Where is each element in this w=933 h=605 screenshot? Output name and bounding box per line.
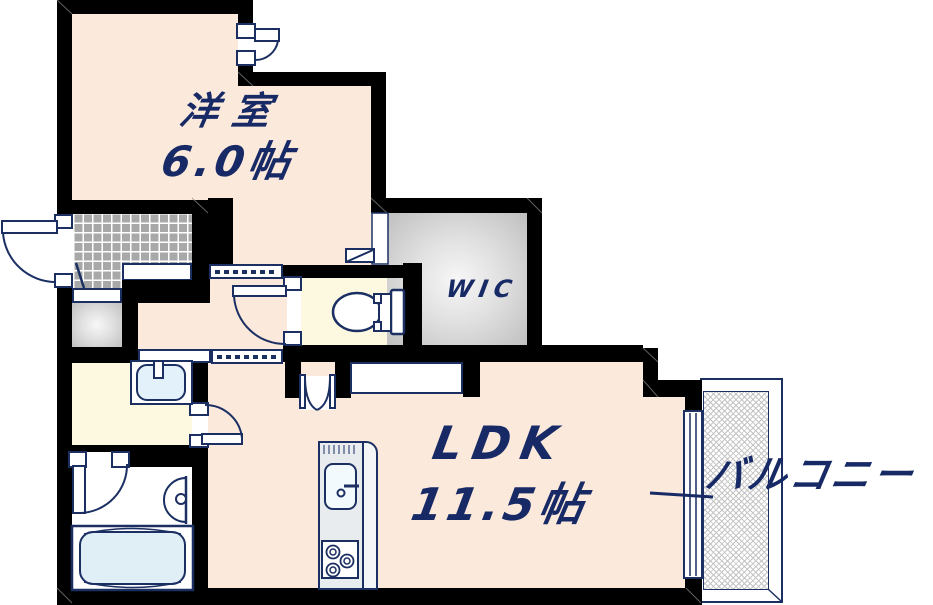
wall-westroom-bottom	[57, 200, 210, 214]
wall-bottom	[57, 588, 702, 605]
wall-hall-left-block	[122, 280, 192, 303]
door-openings	[56, 38, 389, 467]
balcony-leader-line	[649, 491, 714, 499]
wall-toilet-top	[281, 265, 403, 278]
room-west-floor-b	[210, 86, 371, 265]
sliding-door-hall-ldk	[211, 349, 283, 364]
wall-top2	[238, 72, 386, 86]
washroom-door	[201, 403, 243, 445]
wall-below-wic	[283, 345, 643, 362]
wall-westroom-right-a	[238, 0, 253, 30]
balcony-label: バルコニー	[702, 453, 920, 498]
west-room-size: 6.0帖	[157, 137, 299, 186]
balcony-corner-line	[767, 588, 783, 603]
westroom-door	[254, 28, 280, 62]
toilet-door-opening	[287, 290, 301, 332]
wall-toilet-right	[403, 263, 422, 348]
closet-recess-floor	[301, 362, 335, 377]
wic-door-opening	[371, 212, 389, 265]
bathroom-door	[72, 463, 129, 514]
kitchen-drainer	[323, 445, 355, 454]
bathroom-door-opening	[86, 452, 112, 467]
wall-washroom-right-bottom	[192, 445, 208, 588]
wic-door	[345, 248, 375, 263]
wall-closet-jamb-left	[285, 362, 301, 398]
genkan-step-line	[74, 262, 86, 289]
wall-washroom-right-top	[192, 362, 208, 406]
counter-storage	[350, 362, 463, 394]
balcony-deck	[703, 391, 769, 590]
wall-counter-jamb	[463, 362, 480, 397]
wall-window-top	[685, 392, 702, 412]
wall-top	[57, 0, 253, 14]
bathtub	[70, 524, 195, 592]
genkan-step-bottom	[72, 288, 122, 303]
toilet-door	[232, 285, 287, 346]
wall-closet-jamb-right	[335, 362, 351, 398]
kitchen-unit	[318, 441, 378, 590]
ldk-label: LDK	[428, 416, 572, 470]
door-stops	[54, 23, 302, 468]
ldk-size: 11.5帖	[407, 478, 593, 531]
entry-opening	[56, 228, 72, 274]
gas-stove	[321, 540, 359, 579]
washroom-door-opening	[192, 415, 208, 435]
wic-label: WIC	[444, 275, 520, 303]
double-closet-door	[299, 374, 336, 411]
wall-wic-right	[527, 198, 542, 362]
westroom-door-opening	[238, 38, 253, 51]
wall-shoecloset-bottom	[72, 347, 138, 363]
wall-shoecloset-right	[122, 302, 138, 348]
entry-door	[1, 220, 58, 284]
washbasin	[130, 360, 193, 405]
wall-westroom-east	[371, 72, 386, 213]
wall-miter-lines	[56, 0, 702, 604]
shoe-closet-floor	[72, 302, 122, 348]
toilet	[331, 288, 406, 336]
west-room-label: 洋室	[176, 89, 289, 133]
wall-wic-top	[371, 198, 542, 213]
bath-faucet	[163, 476, 188, 524]
sliding-door-west-room	[209, 264, 283, 279]
wall-westroom-step	[208, 198, 233, 266]
wall-genkan-right	[192, 213, 210, 303]
ldk-floor	[208, 362, 658, 588]
